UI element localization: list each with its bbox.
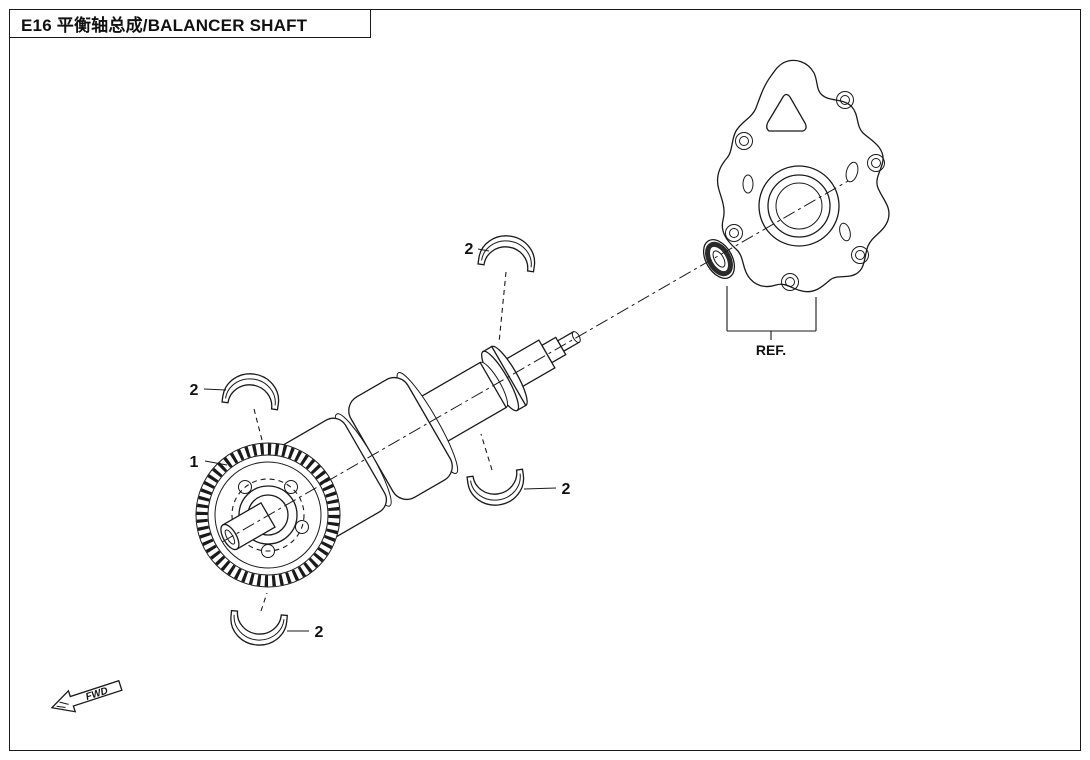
callout-part2-left: 2 — [190, 382, 199, 399]
bearing-shell-left — [221, 373, 280, 411]
ref-cover-plate — [716, 59, 890, 293]
callout-part2-top: 2 — [465, 241, 474, 258]
diagram-border-frame — [9, 9, 1081, 751]
plate-slots — [742, 161, 859, 242]
plate-bore-inner — [767, 174, 831, 238]
bearing-shell-right — [466, 468, 525, 506]
oil-seal — [702, 239, 736, 279]
fwd-label: FWD — [84, 686, 109, 704]
plate-seal-seat — [775, 182, 823, 230]
balancer-gear — [195, 442, 341, 588]
plate-bolt-holes — [725, 91, 885, 291]
leader-part2-left — [203, 388, 227, 391]
callout-part1: 1 — [190, 454, 199, 471]
center-axis-line — [221, 180, 849, 543]
leader-lines — [203, 248, 557, 632]
title-box: E16 平衡轴总成/BALANCER SHAFT — [9, 9, 371, 38]
plate-triangular-opening — [766, 93, 807, 132]
ref-label: REF. — [756, 342, 786, 358]
callout-part2-right: 2 — [562, 481, 571, 498]
leader-shell-left — [253, 408, 263, 441]
leader-shell-bottom — [260, 592, 268, 612]
leader-part2-right — [523, 487, 557, 490]
fwd-arrow-icon: FWD — [50, 679, 123, 713]
leader-shell-top — [498, 271, 507, 344]
ref-bracket — [726, 286, 817, 340]
leader-part2-top — [477, 248, 490, 252]
callout-part2-bottom: 2 — [315, 624, 324, 641]
leader-part1 — [204, 460, 228, 466]
gear-pitch-circle — [231, 478, 305, 552]
bearing-shell-bottom — [230, 609, 288, 646]
bearing-shell-top — [477, 235, 536, 273]
gear-teeth — [196, 443, 340, 587]
page-title: E16 平衡轴总成/BALANCER SHAFT — [21, 16, 308, 35]
leader-shell-right — [480, 433, 493, 471]
